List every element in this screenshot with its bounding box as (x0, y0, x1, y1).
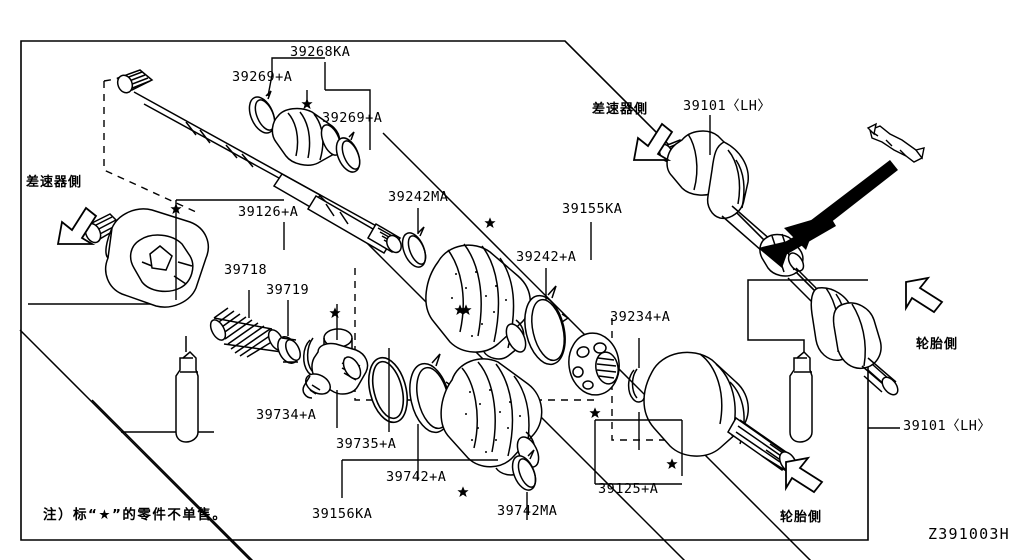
clamp-ring-39269-right (335, 131, 361, 173)
arrow-diff-side-left (56, 206, 98, 245)
part-label-39234A: 39234+A (610, 309, 671, 325)
spring-39718 (209, 307, 285, 358)
diagram-note: 注）标“★”的零件不单售。 (43, 507, 228, 523)
part-label-39719: 39719 (266, 282, 310, 298)
band-diagonal-upper (382, 132, 812, 560)
direction-label-diff-side-upper: 差速器側 (592, 102, 649, 117)
oring-39735 (367, 356, 409, 424)
shaft-ring-1 (185, 121, 211, 144)
part-label-39155KA: 39155KA (562, 201, 623, 217)
part-label-39268KA: 39268KA (290, 44, 351, 60)
cage-39234 (568, 332, 620, 396)
part-label-39742A: 39742+A (386, 469, 447, 485)
band-39242 (524, 285, 570, 366)
clamp-39742MA (511, 449, 537, 491)
clamp-ring-39269-left (248, 90, 276, 134)
grease-tube-right (789, 350, 813, 443)
part-label-39126A: 39126+A (238, 204, 299, 220)
star-markers (170, 98, 678, 497)
clamp-39242MA (401, 226, 427, 268)
leader-lines (175, 57, 900, 520)
assembly-arrow-1-shaft (806, 160, 898, 234)
part-label-39242A: 39242+A (516, 249, 577, 265)
diagram-code: Z391003H (928, 525, 1010, 543)
boot-39156KA (440, 358, 543, 476)
assembly-arrows (758, 160, 898, 268)
part-label-39156KA: 39156KA (312, 506, 373, 522)
grease-tube-left (175, 350, 199, 443)
direction-label-tire-side-right: 轮胎側 (916, 337, 959, 352)
part-label-39125A: 39125+A (598, 481, 659, 497)
part-label-39101LH-upper: 39101〈LH〉 (683, 98, 772, 114)
band-diagonal-lower2 (91, 399, 254, 560)
outer-frame (20, 40, 869, 541)
upper-shaft-assembly (116, 69, 402, 255)
part-label-39734A: 39734+A (256, 407, 317, 423)
shaft-ring-2 (225, 144, 254, 168)
loose-small-part (866, 122, 925, 163)
band-diagonal-upper2 (319, 195, 686, 560)
band-diagonal-lower (19, 329, 252, 560)
part-label-39269A-left: 39269+A (232, 69, 293, 85)
assembly-arrow-2-shaft (778, 216, 836, 256)
shaft-spline-upper (116, 69, 154, 94)
arrow-tire-side-lower (785, 456, 824, 494)
inner-joint-housing-39126 (84, 208, 210, 308)
boot-39155KA (425, 243, 531, 360)
arrow-diff-side-upper (632, 122, 674, 161)
direction-arrows (56, 122, 944, 494)
assembly-arrow-2-head (758, 240, 792, 268)
part-label-39718: 39718 (224, 262, 268, 278)
ghost-joint-mid (354, 268, 600, 401)
part-label-39242MA: 39242MA (388, 189, 449, 205)
outer-joint-39125 (643, 351, 798, 473)
part-label-39735A: 39735+A (336, 436, 397, 452)
arrow-tire-side-right (905, 276, 944, 314)
grease-leaders (185, 279, 868, 352)
part-label-39742MA: 39742MA (497, 503, 558, 519)
washer-39719 (277, 336, 301, 364)
direction-label-diff-side-left: 差速器側 (26, 175, 83, 190)
tripod-39734 (302, 328, 369, 399)
snap-ring-39234 (627, 368, 645, 403)
ghost-shaft-top (103, 81, 197, 213)
part-label-39101LH-right: 39101〈LH〉 (903, 418, 992, 434)
shaft-spline-upper-right (366, 222, 402, 254)
direction-label-tire-side-lower: 轮胎側 (780, 510, 823, 525)
assembled-driveshaft (658, 130, 899, 396)
part-label-39269A-right: 39269+A (322, 110, 383, 126)
